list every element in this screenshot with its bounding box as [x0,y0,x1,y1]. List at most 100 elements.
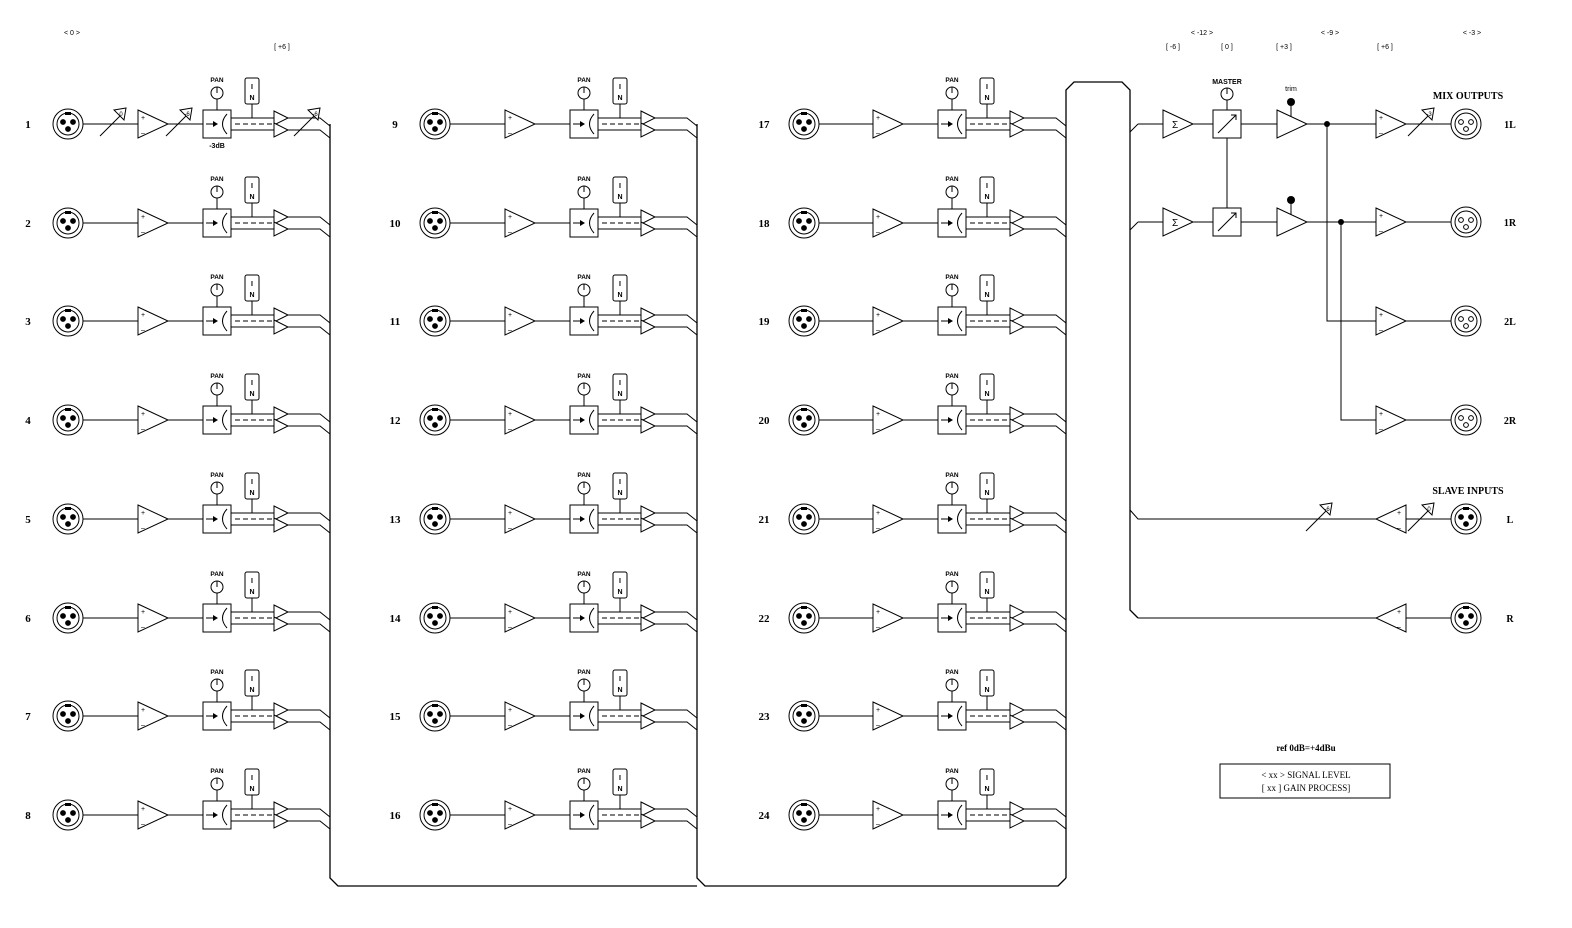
pan-label: PAN [577,176,591,183]
pan-module [937,800,967,830]
trim-gain-process: [ +3 ] [1276,44,1292,51]
insert-point[interactable]: IN [612,176,628,217]
svg-text:+: + [876,411,880,418]
bus-route-l [1024,216,1067,226]
output-pad-flag: -3 [1407,107,1435,137]
trim-pot-r[interactable] [1287,196,1295,204]
xlr-output-icon [1450,404,1482,436]
svg-text:+: + [876,609,880,616]
insert-point[interactable]: IN [612,472,628,513]
xlr-output-icon [1450,305,1482,337]
insert-point[interactable]: IN [979,77,995,118]
insert-point[interactable]: IN [979,373,995,414]
pan-module [569,109,599,139]
slave-inputs-title: SLAVE INPUTS [1432,486,1504,497]
svg-text:–: – [1379,228,1383,235]
svg-text:N: N [984,786,989,793]
slave-input-pad-flag: 0 [1407,502,1435,532]
bus-line-right [1065,81,1131,124]
channel-output-buffers [640,209,657,237]
bus-route-l [288,611,331,621]
bus-route-r [1024,721,1067,731]
pan-module [937,306,967,336]
svg-text:+: + [1379,312,1383,319]
svg-text:–: – [876,327,880,334]
pan-label: PAN [945,768,959,775]
bus-route-r [288,228,331,238]
insert-point[interactable]: IN [244,176,260,217]
trim-pot-l[interactable] [1287,98,1295,106]
channel-output-buffers [273,307,290,335]
svg-text:–: – [876,821,880,828]
svg-text:N: N [984,589,989,596]
svg-text:I: I [986,281,988,288]
svg-text:–: – [876,130,880,137]
insert-point[interactable]: IN [612,373,628,414]
svg-text:–: – [1379,327,1383,334]
output-amp [1375,109,1408,139]
svg-text:+: + [141,115,145,122]
svg-text:+: + [876,214,880,221]
preamp: +– [504,603,537,633]
insert-point[interactable]: IN [244,669,260,710]
insert-point[interactable]: IN [979,571,995,612]
insert-point[interactable]: IN [612,77,628,118]
svg-text:+: + [1397,609,1401,616]
bus-route-l [1024,808,1067,818]
insert-point[interactable]: IN [979,768,995,809]
svg-text:-6: -6 [1324,507,1330,513]
svg-text:–: – [508,130,512,137]
preamp: +– [504,405,537,435]
channel-output-buffers [640,702,657,730]
pan-law-label: -3dB [209,143,225,150]
xlr-input-icon [788,305,820,337]
insert-point[interactable]: IN [979,176,995,217]
bus-route-l [655,117,698,127]
input-signal-level: < 0 > [64,30,80,37]
insert-point[interactable]: IN [979,472,995,513]
svg-text:N: N [984,95,989,102]
channel-number: 20 [759,415,771,427]
insert-point[interactable]: IN [244,77,260,118]
svg-text:–: – [876,525,880,532]
svg-text:+: + [508,214,512,221]
xlr-input-icon [788,207,820,239]
insert-point[interactable]: IN [612,669,628,710]
insert-point[interactable]: IN [244,571,260,612]
insert-point[interactable]: IN [612,768,628,809]
svg-text:–: – [876,624,880,631]
slave-input-label: L [1507,515,1514,526]
insert-point[interactable]: IN [612,571,628,612]
svg-text:–: – [141,624,145,631]
svg-text:–: – [1397,525,1401,532]
xlr-input-icon [419,108,451,140]
insert-point[interactable]: IN [979,669,995,710]
channel-output-buffers [273,209,290,237]
insert-point[interactable]: IN [244,472,260,513]
svg-text:N: N [617,95,622,102]
xlr-input-icon [52,305,84,337]
bus-route-r [288,425,331,435]
svg-text:–: – [1397,624,1401,631]
channel-output-buffers [1009,209,1026,237]
mix-output-1r: +–1R [1375,206,1517,238]
insert-point[interactable]: IN [612,274,628,315]
pan-label: PAN [210,571,224,578]
svg-text:I: I [619,84,621,91]
svg-text:–: – [141,130,145,137]
preamp: +– [137,306,170,336]
channel-number: 22 [759,613,771,625]
svg-text:0: 0 [119,112,123,118]
insert-point[interactable]: IN [979,274,995,315]
insert-point[interactable]: IN [244,274,260,315]
channel-number: 24 [759,810,771,822]
insert-point[interactable]: IN [244,768,260,809]
bus-route-r [1024,820,1067,830]
insert-point[interactable]: IN [244,373,260,414]
output-amp [1375,405,1408,435]
channel-number: 16 [390,810,402,822]
